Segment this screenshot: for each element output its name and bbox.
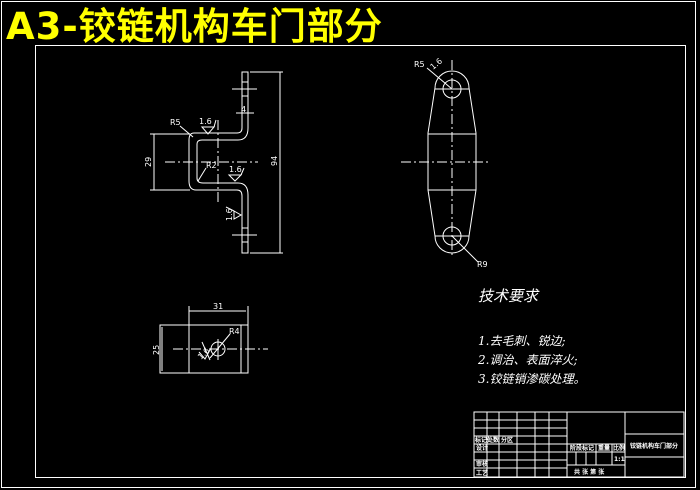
roughness-front: 1.6	[429, 56, 445, 71]
dim-25: 25	[152, 345, 161, 355]
roughness-1: 1.6	[199, 117, 212, 126]
drawing-title: A3-铰链机构车门部分	[6, 5, 383, 48]
tb-stage-mark: 阶段标记	[570, 444, 594, 452]
tb-design: 设计	[476, 444, 488, 452]
tb-process: 工艺	[476, 469, 488, 477]
tb-zone: 分区	[501, 436, 513, 444]
tb-drawing-name: 铰链机构车门部分	[630, 442, 678, 450]
tb-weight: 重量	[598, 444, 610, 452]
dim-29: 29	[144, 157, 153, 167]
tb-scale-value: 1:1	[614, 456, 625, 463]
radius-r2: R2	[206, 161, 217, 170]
dim-4: 4	[241, 105, 246, 114]
radius-r5-front: R5	[414, 60, 425, 69]
tech-requirement-3: 3.铰链销渗碳处理。	[478, 372, 586, 386]
tech-requirement-2: 2.调治、表面淬火;	[478, 353, 578, 367]
roughness-3: 1.6	[225, 208, 234, 221]
front-view: R5 1.6 R9	[401, 56, 490, 269]
dim-94: 94	[270, 156, 279, 166]
side-view: 94 29 4 R5 R2 1.6 1.6 1.6	[144, 71, 283, 254]
tech-requirement-1: 1.去毛刺、锐边;	[478, 334, 566, 348]
radius-r4: R4	[229, 327, 240, 336]
radius-r9: R9	[477, 260, 488, 269]
title-block: 标记处数 分区 设计 审核 工艺 阶段标记 重量 比例 1:1 共 张 第 张 …	[473, 411, 685, 478]
tb-mark-row: 标记处数	[474, 436, 500, 444]
inner-frame	[35, 45, 686, 478]
tb-review: 审核	[476, 460, 488, 468]
tb-sheets: 共 张 第 张	[574, 468, 605, 476]
radius-r5: R5	[170, 118, 181, 127]
tech-requirements-heading: 技术要求	[478, 287, 539, 305]
bottom-view: 31 25 R4 1.6	[152, 302, 268, 374]
dim-31: 31	[213, 302, 223, 311]
roughness-2: 1.6	[229, 165, 242, 174]
tb-scale-label: 比例	[613, 444, 625, 452]
